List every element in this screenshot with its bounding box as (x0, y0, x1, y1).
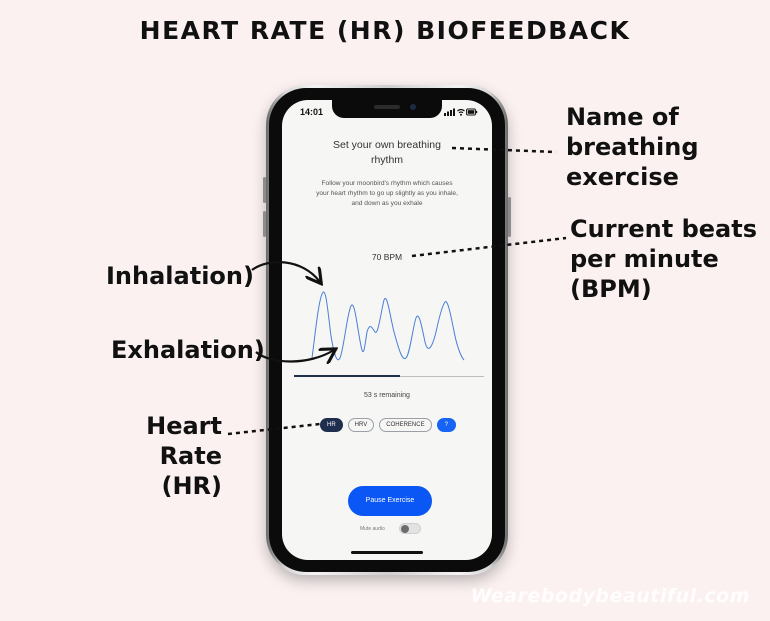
bpm-value: 70 BPM (371, 252, 403, 262)
mute-audio-toggle[interactable] (399, 523, 421, 534)
description-line: and down as you exhale (351, 200, 423, 208)
callout-line: (HR) (161, 471, 222, 500)
status-icons (444, 108, 478, 116)
page-title: HEART RATE (HR) BIOFEEDBACK (139, 16, 631, 45)
exercise-progress-fill (294, 375, 401, 377)
description-line: your heart rhythm to go up slightly as y… (316, 190, 458, 198)
callout-line: exercise (566, 162, 679, 191)
callout-line: Current beats (570, 215, 757, 243)
callout-line: Name of (566, 103, 679, 131)
exercise-title-line: rhythm (370, 154, 404, 167)
watermark: Wearebodybeautiful.com (470, 585, 750, 607)
toggle-knob (401, 525, 409, 533)
leader-heart-rate (227, 422, 321, 436)
camera-icon (410, 104, 416, 110)
help-button[interactable]: ? (436, 418, 456, 432)
power-button (508, 197, 511, 237)
status-time: 14:01 (300, 107, 324, 117)
volume-button (263, 177, 266, 203)
callout-line: (BPM) (570, 274, 652, 303)
leader-bpm (411, 236, 567, 258)
callout-bpm: Current beats per minute (BPM) (570, 215, 757, 304)
arrow-exhalation (255, 350, 334, 362)
signal-icon (444, 108, 455, 116)
metric-tabs: HR HRV COHERENCE ? (320, 418, 456, 432)
speaker (374, 105, 400, 109)
tab-hrv[interactable]: HRV (347, 418, 375, 432)
pause-exercise-button[interactable]: Pause Exercise (348, 486, 432, 516)
notch (332, 100, 442, 118)
exercise-title: Set your own breathing rhythm (302, 138, 472, 168)
callout-exercise-name: Name of breathing exercise (566, 103, 699, 192)
callout-exhalation: Exhalation) (111, 336, 265, 364)
callout-line: breathing (566, 132, 699, 161)
battery-icon (466, 108, 478, 116)
description-line: Follow your moonbird's rhythm which caus… (321, 180, 453, 187)
callout-inhalation: Inhalation) (106, 262, 254, 290)
tab-hr[interactable]: HR (320, 418, 343, 432)
callout-line: per minute (570, 244, 719, 273)
callout-heart-rate: Heart Rate (HR) (92, 412, 222, 501)
exercise-title-line: Set your own breathing (333, 139, 441, 151)
phone-frame: 14:01 (263, 85, 511, 575)
exercise-progress-bar (294, 375, 484, 377)
phone-bezel: 14:01 (269, 88, 505, 572)
phone-screen: 14:01 (282, 100, 492, 560)
time-remaining: 53 s remaining (364, 392, 410, 399)
leader-exercise-name (451, 146, 557, 154)
callout-line: Heart Rate (146, 412, 222, 470)
exercise-description: Follow your moonbird's rhythm which caus… (298, 179, 476, 210)
tab-coherence[interactable]: COHERENCE (379, 418, 432, 432)
wifi-icon (457, 108, 465, 116)
volume-button (263, 211, 266, 237)
arrow-inhalation (251, 261, 320, 282)
home-indicator (351, 551, 423, 554)
mute-audio-label: Mute audio (360, 526, 385, 532)
